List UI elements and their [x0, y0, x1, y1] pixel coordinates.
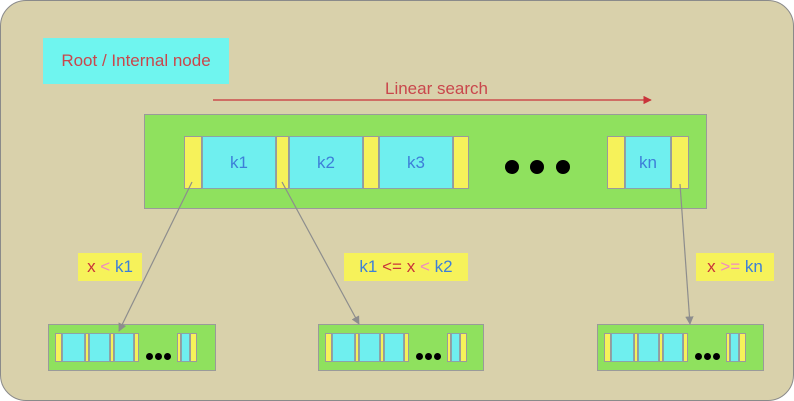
child-key-cell — [332, 333, 355, 362]
child-pointer-cell — [447, 333, 451, 362]
child-ellipsis-dot — [695, 353, 702, 360]
child-ellipsis-dot — [416, 353, 423, 360]
root-key-3: k3 — [379, 136, 453, 189]
child-pointer-cell — [380, 333, 384, 362]
child-key-cell — [384, 333, 404, 362]
child-pointer-cell — [659, 333, 663, 362]
child-pointer-cell — [683, 333, 688, 362]
child-ellipsis-dot — [713, 353, 720, 360]
condition-middle: k1 <= x < k2 — [344, 253, 468, 281]
child-ellipsis-dot — [155, 353, 162, 360]
child-key-cell — [359, 333, 380, 362]
child-key-cell — [611, 333, 634, 362]
child-pointer-arrow-left — [118, 181, 193, 332]
child-pointer-cell — [739, 333, 746, 362]
child-ellipsis-dot — [434, 353, 441, 360]
child-ellipsis-dot — [146, 353, 153, 360]
child-pointer-cell — [190, 333, 197, 362]
child-pointer-arrow-middle — [281, 181, 360, 325]
child-key-cell — [451, 333, 460, 362]
root-pointer-n-1 — [607, 136, 625, 189]
child-pointer-cell — [634, 333, 638, 362]
root-key-1: k1 — [202, 136, 276, 189]
child-pointer-cell — [460, 333, 467, 362]
child-pointer-arrow-right — [679, 183, 694, 325]
root-pointer-3 — [453, 136, 469, 189]
ellipsis-dot — [505, 160, 519, 174]
root-pointer-1 — [276, 136, 289, 189]
ellipsis-dot — [530, 160, 544, 174]
linear-search-label: Linear search — [385, 79, 489, 98]
child-key-cell — [62, 333, 85, 362]
node-type-label: Root / Internal node — [43, 38, 229, 84]
root-key-n: kn — [625, 136, 671, 189]
child-pointer-cell — [134, 333, 139, 362]
child-pointer-cell — [110, 333, 114, 362]
child-key-cell — [663, 333, 683, 362]
ellipsis-dot — [556, 160, 570, 174]
child-pointer-cell — [177, 333, 181, 362]
child-key-cell — [114, 333, 134, 362]
child-key-cell — [89, 333, 110, 362]
condition-right: x >= kn — [696, 253, 774, 281]
child-ellipsis-dot — [164, 353, 171, 360]
child-ellipsis-dot — [425, 353, 432, 360]
root-pointer-2 — [363, 136, 379, 189]
child-key-cell — [730, 333, 739, 362]
child-pointer-cell — [604, 333, 611, 362]
child-key-cell — [181, 333, 190, 362]
child-pointer-cell — [404, 333, 409, 362]
child-key-cell — [638, 333, 659, 362]
root-key-2: k2 — [289, 136, 363, 189]
child-pointer-cell — [726, 333, 730, 362]
child-pointer-cell — [85, 333, 89, 362]
child-pointer-cell — [325, 333, 332, 362]
child-pointer-cell — [355, 333, 359, 362]
condition-left: x < k1 — [78, 253, 142, 281]
child-pointer-cell — [55, 333, 62, 362]
child-ellipsis-dot — [704, 353, 711, 360]
root-pointer-0 — [184, 136, 202, 189]
